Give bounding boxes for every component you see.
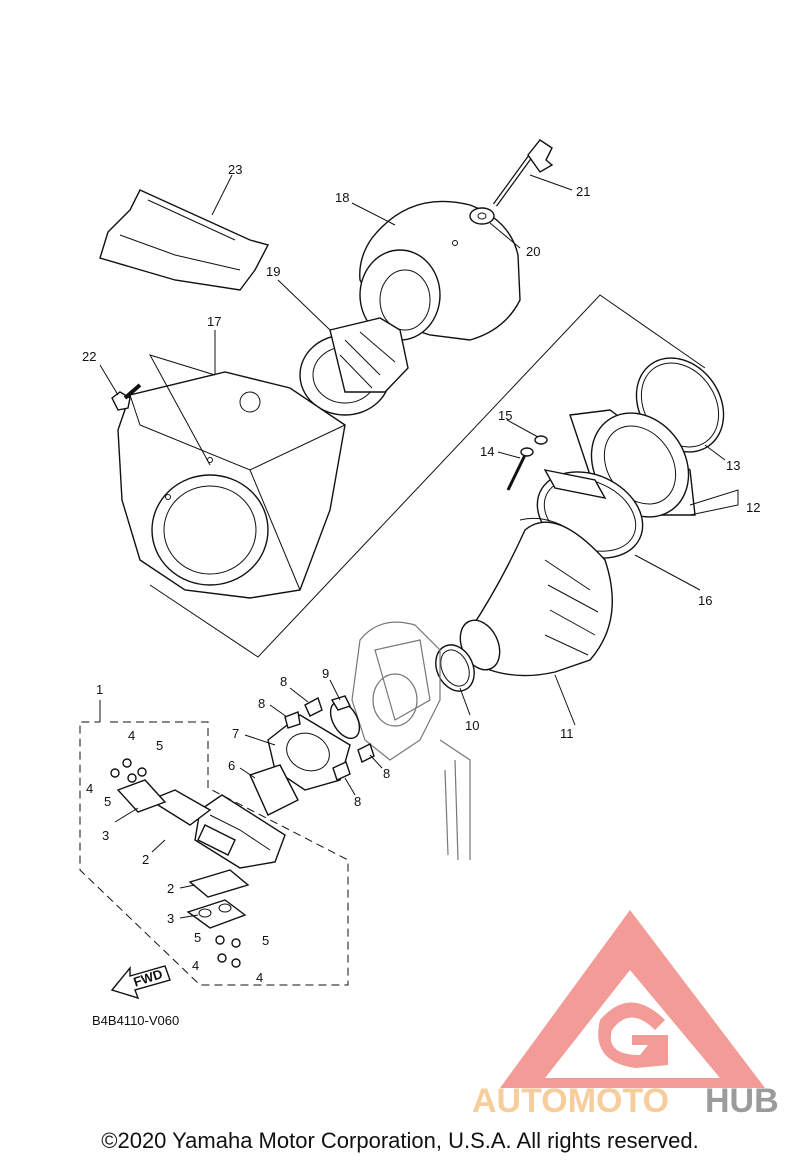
part-22-bolt bbox=[111, 383, 142, 411]
part-21-bolt bbox=[492, 139, 554, 207]
callout-4-b: 4 bbox=[86, 781, 93, 796]
assembly-frame bbox=[149, 294, 706, 658]
callout-8-b: 8 bbox=[258, 696, 265, 711]
callout-21: 21 bbox=[576, 184, 590, 199]
fwd-arrow: FWD bbox=[110, 965, 171, 1000]
part-18-filter bbox=[359, 200, 521, 341]
callout-14: 14 bbox=[480, 444, 494, 459]
reed-valve-assembly-frame bbox=[79, 721, 349, 986]
callout-4-d: 4 bbox=[256, 970, 263, 985]
callout-18: 18 bbox=[335, 190, 349, 205]
part-23-cover bbox=[99, 189, 270, 291]
part-17-airbox bbox=[117, 371, 346, 599]
callout-13: 13 bbox=[726, 458, 740, 473]
part-15-washer bbox=[534, 435, 548, 445]
watermark-text-hub: HUB bbox=[705, 1082, 779, 1120]
callout-20: 20 bbox=[526, 244, 540, 259]
part-reed-body bbox=[194, 794, 286, 869]
callout-19: 19 bbox=[266, 264, 280, 279]
part-4-5-screws-washers bbox=[110, 758, 241, 968]
callout-6: 6 bbox=[228, 758, 235, 773]
callout-5-c: 5 bbox=[194, 930, 201, 945]
watermark-logo: AUTOMOTO HUB bbox=[472, 910, 779, 1120]
callout-8-c: 8 bbox=[383, 766, 390, 781]
watermark-g-shape bbox=[598, 1002, 668, 1068]
part-14-rivet bbox=[506, 447, 534, 491]
callout-2-b: 2 bbox=[167, 881, 174, 896]
callout-10: 10 bbox=[465, 718, 479, 733]
part-6-spacer bbox=[249, 764, 299, 816]
callout-12: 12 bbox=[746, 500, 760, 515]
part-10-clamp bbox=[435, 644, 475, 692]
callout-22: 22 bbox=[82, 349, 96, 364]
callout-5-a: 5 bbox=[156, 738, 163, 753]
callout-16: 16 bbox=[698, 593, 712, 608]
part-2-reed bbox=[148, 789, 250, 898]
watermark-triangle-inner bbox=[545, 970, 720, 1078]
callout-15: 15 bbox=[498, 408, 512, 423]
callout-3-b: 3 bbox=[167, 911, 174, 926]
callout-17: 17 bbox=[207, 314, 221, 329]
part-20-washer bbox=[469, 207, 495, 225]
callout-2-a: 2 bbox=[142, 852, 149, 867]
diagram-code: B4B4110-V060 bbox=[92, 1013, 179, 1028]
callout-1: 1 bbox=[96, 682, 103, 697]
part-3-stopper bbox=[116, 779, 247, 929]
callout-5-d: 5 bbox=[262, 933, 269, 948]
part-8-bolts bbox=[284, 696, 375, 781]
callout-9: 9 bbox=[322, 666, 329, 681]
callout-5-b: 5 bbox=[104, 794, 111, 809]
part-19-filter-guide bbox=[299, 317, 409, 416]
part-9-clamp bbox=[329, 695, 361, 740]
callout-8-d: 8 bbox=[354, 794, 361, 809]
callout-7: 7 bbox=[232, 726, 239, 741]
callout-4-c: 4 bbox=[192, 958, 199, 973]
copyright-notice: ©2020 Yamaha Motor Corporation, U.S.A. A… bbox=[101, 1128, 699, 1153]
callout-23: 23 bbox=[228, 162, 242, 177]
callout-3-a: 3 bbox=[102, 828, 109, 843]
leader-lines bbox=[99, 174, 739, 919]
callout-labels: 23 18 21 20 19 17 22 15 14 13 12 16 11 1… bbox=[82, 162, 760, 985]
callout-11: 11 bbox=[560, 726, 574, 741]
callout-8-a: 8 bbox=[280, 674, 287, 689]
carburetor-outline bbox=[351, 621, 471, 861]
watermark-text-automoto: AUTOMOTO bbox=[472, 1082, 669, 1120]
callout-4-a: 4 bbox=[128, 728, 135, 743]
